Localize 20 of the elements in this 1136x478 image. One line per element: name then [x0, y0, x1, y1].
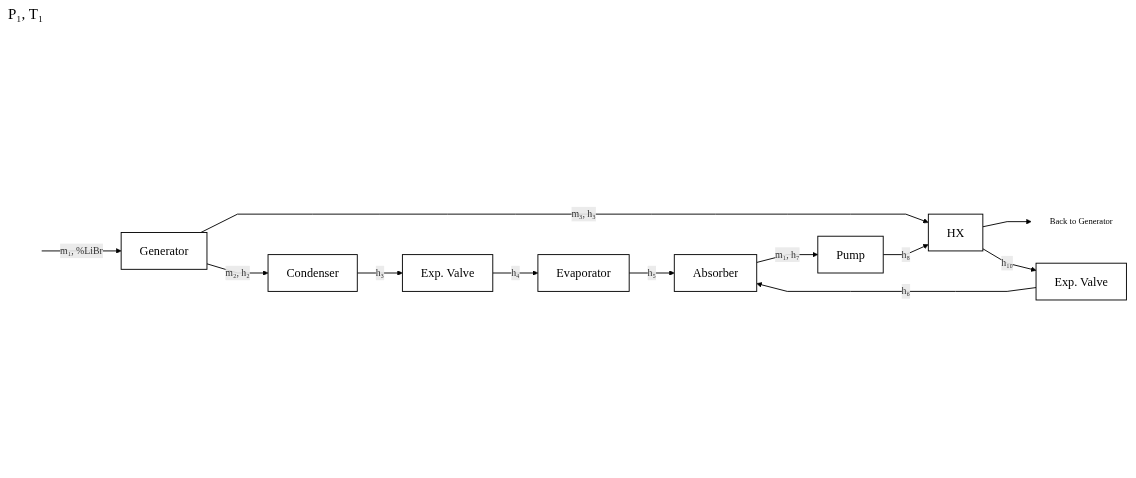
edge-label: h₄ — [511, 267, 520, 278]
node-box: Generator — [120, 232, 208, 270]
flow-label: P₁, T₁ — [8, 6, 44, 22]
node-box: Evaporator — [537, 254, 630, 292]
edge-label: h₅ — [647, 267, 656, 278]
edge-label: m₃, h₃ — [571, 208, 596, 220]
node-box: Exp. Valve — [1035, 262, 1127, 301]
node-box: HX — [927, 213, 984, 252]
edge-label: h₁₀ — [1001, 257, 1013, 269]
edge-label: h₆ — [901, 285, 910, 297]
edge-label: h₃ — [375, 267, 385, 278]
edge-label: m₂, h₂ — [225, 267, 250, 278]
node-box: Pump — [817, 235, 884, 274]
node-box: Exp. Valve — [401, 254, 494, 292]
edge-label: m₁, %LiBr — [60, 245, 103, 256]
node-text: Back to Generator — [1049, 217, 1113, 227]
node-box: Condenser — [267, 254, 358, 292]
edge-label: m₁, h₇ — [775, 249, 800, 260]
node-box: Absorber — [673, 254, 758, 292]
edge-label: h₈ — [901, 249, 910, 260]
